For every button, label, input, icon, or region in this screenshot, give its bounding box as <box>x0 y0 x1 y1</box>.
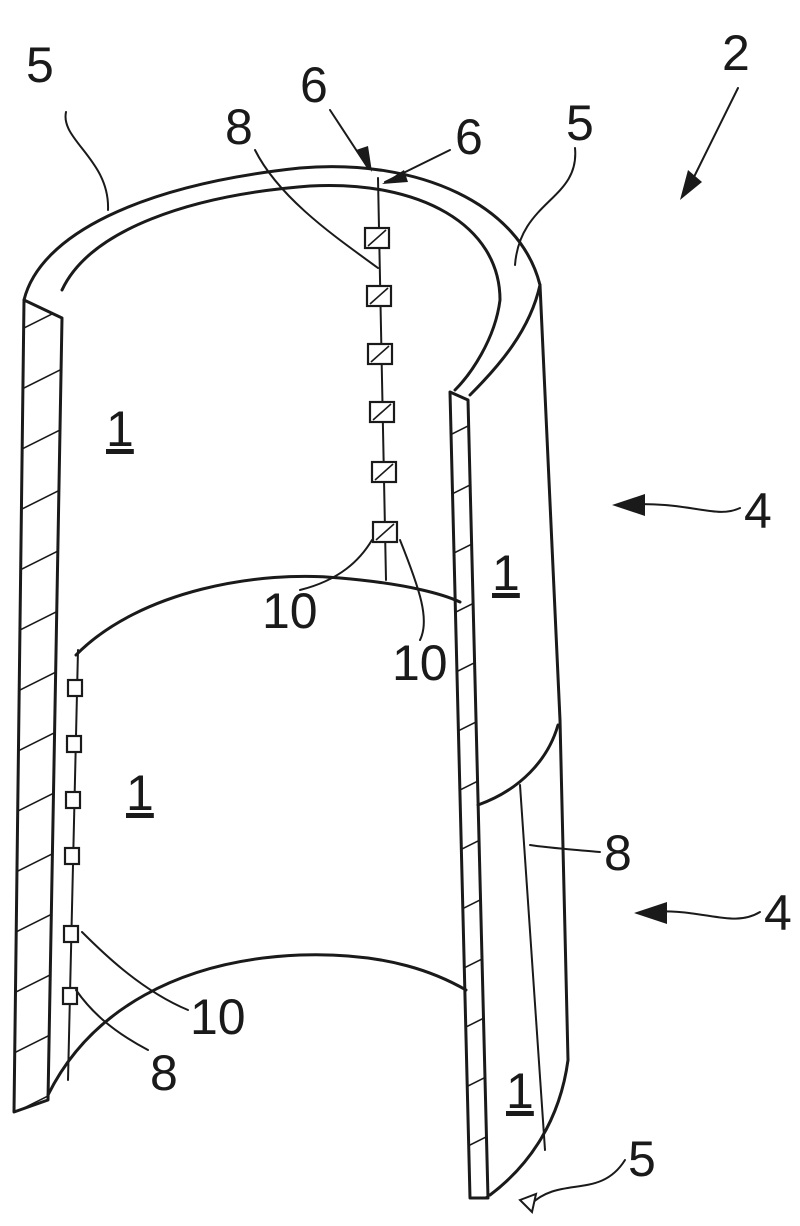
label-4-lower: 4 <box>764 885 792 941</box>
arrowhead-2 <box>680 170 702 200</box>
label-6-b: 6 <box>455 109 483 165</box>
arrowhead-5-bottom <box>518 1192 538 1214</box>
leader-8-right <box>529 844 601 853</box>
label-10-b: 10 <box>392 635 448 691</box>
leader-6-a <box>329 109 369 169</box>
label-5-top-left: 5 <box>26 37 54 93</box>
leader-5-bottom <box>529 1159 626 1206</box>
label-6-a: 6 <box>300 57 328 113</box>
segment-boundary-upper <box>74 574 462 657</box>
label-1-upper: 1 <box>106 401 134 457</box>
clip <box>62 924 80 944</box>
arrowhead-6-a <box>356 146 372 172</box>
leader-8-top <box>254 149 379 269</box>
label-5-bottom: 5 <box>628 1131 656 1187</box>
arrowhead-4-lower <box>634 902 667 924</box>
arrowhead-4-upper <box>612 494 645 516</box>
leader-5-right <box>514 147 577 266</box>
label-5-top-right: 5 <box>566 95 594 151</box>
clip <box>65 734 83 754</box>
label-10-left: 10 <box>190 989 246 1045</box>
label-8-right: 8 <box>604 825 632 881</box>
leader-10-left <box>81 931 189 1011</box>
clip <box>66 678 84 698</box>
right-wall-section <box>448 390 490 1200</box>
arrowhead-6-b <box>382 170 408 184</box>
rim-inner <box>60 183 502 392</box>
rim-right-edge <box>468 283 542 397</box>
leader-10-a <box>299 539 373 591</box>
upper-clips <box>363 226 399 544</box>
outer-lower-edge <box>488 1058 570 1197</box>
joint-line-right <box>519 784 546 1151</box>
rim-outer <box>22 165 542 302</box>
leader-5-left <box>64 111 110 211</box>
label-1-right-lower: 1 <box>506 1063 534 1119</box>
label-1-lower: 1 <box>126 765 154 821</box>
segment-boundary-right <box>476 723 560 807</box>
segment-boundary-middle <box>46 953 468 1097</box>
label-1-right-upper: 1 <box>492 545 520 601</box>
leader-8-left <box>75 989 149 1051</box>
clip <box>64 790 82 810</box>
clip <box>61 986 79 1006</box>
leader-10-b <box>399 539 425 641</box>
label-8-left: 8 <box>150 1045 178 1101</box>
label-10-a: 10 <box>262 583 318 639</box>
label-8-top: 8 <box>225 99 253 155</box>
label-2: 2 <box>722 25 750 81</box>
clip <box>63 846 81 866</box>
left-wall-section <box>12 298 64 1114</box>
left-clips <box>61 678 84 1006</box>
label-4-upper: 4 <box>744 483 772 539</box>
leader-2 <box>689 87 739 186</box>
outer-surface-edge <box>538 283 570 1062</box>
